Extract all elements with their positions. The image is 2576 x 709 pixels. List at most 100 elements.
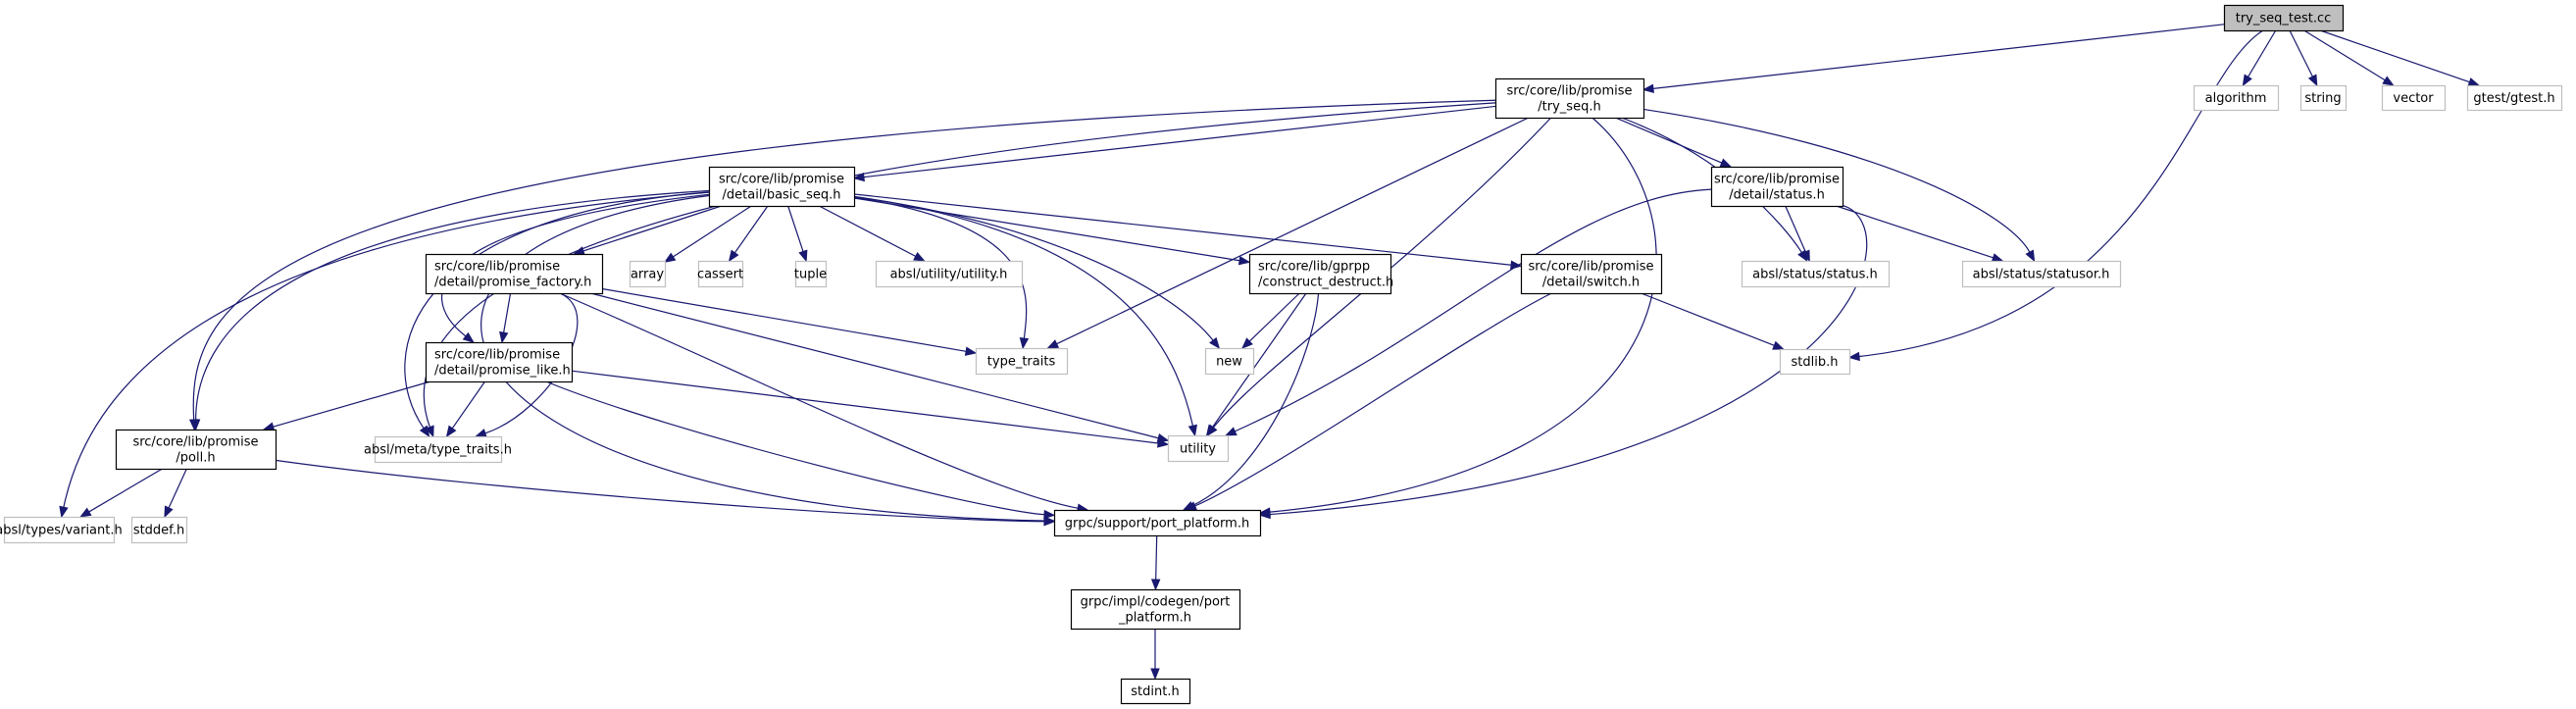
node-utility[interactable]: utility: [1167, 434, 1230, 463]
edge-try-seq-to-utility: [1212, 117, 1552, 429]
arrowhead-icon: [798, 249, 808, 263]
node-label: stddef.h: [133, 524, 184, 538]
edge-construct-to-port-platform: [1191, 292, 1320, 507]
node-tuple[interactable]: tuple: [794, 260, 828, 288]
node-label: _platform.h: [1118, 611, 1191, 626]
node-promise-factory[interactable]: src/core/lib/promise/detail/promise_fact…: [425, 253, 604, 295]
arrowhead-icon: [2242, 74, 2252, 87]
arrowhead-icon: [1205, 424, 1217, 437]
arrowhead-icon: [1719, 158, 1733, 168]
node-box: [1779, 348, 1851, 376]
node-port-platform[interactable]: grpc/support/port_platform.h: [1053, 509, 1262, 537]
node-label: grpc/support/port_platform.h: [1065, 517, 1249, 532]
edge-construct-to-new: [1248, 292, 1300, 342]
arrowhead-icon: [59, 505, 69, 519]
node-string[interactable]: string: [2299, 84, 2348, 112]
node-label: /detail/promise_like.h: [434, 364, 571, 379]
edge-promise-factory-to-promise-like: [503, 292, 512, 333]
node-box: [794, 260, 828, 288]
edge-try-seq-to-port-platform: [1269, 117, 1657, 513]
arrowhead-icon: [499, 330, 509, 344]
edge-promise-factory-to-port-platform: [559, 292, 1079, 509]
arrowhead-icon: [1150, 668, 1160, 681]
edge-basic-seq-to-array: [673, 205, 752, 258]
node-construct[interactable]: src/core/lib/gprpp/construct_destruct.h: [1248, 253, 1394, 295]
node-box: [1520, 253, 1663, 295]
node-switch-h[interactable]: src/core/lib/promise/detail/switch.h: [1520, 253, 1663, 295]
node-absl-meta[interactable]: absl/meta/type_traits.h: [364, 435, 512, 464]
node-box: [1204, 347, 1255, 376]
arrowhead-icon: [1772, 340, 1785, 350]
node-promise-like[interactable]: src/core/lib/promise/detail/promise_like…: [425, 341, 574, 383]
arrowhead-icon: [1237, 255, 1251, 266]
edge-root-to-algorithm: [2248, 29, 2277, 77]
node-absl-statusor[interactable]: absl/status/statusor.h: [1961, 260, 2122, 288]
edge-basic-seq-to-new: [853, 195, 1214, 341]
node-absl-variant[interactable]: absl/types/variant.h: [0, 516, 123, 544]
node-box: [374, 435, 503, 464]
node-absl-utility[interactable]: absl/utility/utility.h: [875, 260, 1024, 288]
node-stdlib[interactable]: stdlib.h: [1779, 348, 1851, 376]
node-label: string: [2304, 91, 2341, 106]
node-label: tuple: [794, 268, 827, 282]
node-label: /detail/basic_seq.h: [723, 188, 841, 203]
node-stddef[interactable]: stddef.h: [130, 516, 188, 544]
node-label: src/core/lib/promise: [1528, 260, 1653, 275]
node-box: [3, 516, 116, 544]
edge-poll-to-stddef: [168, 468, 187, 509]
node-label: new: [1216, 355, 1242, 370]
node-gtest[interactable]: gtest/gtest.h: [2466, 84, 2563, 112]
node-stdint[interactable]: stdint.h: [1120, 678, 1191, 705]
node-box: [2466, 84, 2563, 112]
node-basic-seq[interactable]: src/core/lib/promise/detail/basic_seq.h: [708, 166, 856, 208]
node-label: stdlib.h: [1792, 355, 1839, 370]
node-absl-status[interactable]: absl/status/status.h: [1741, 260, 1891, 288]
node-cassert[interactable]: cassert: [697, 260, 744, 288]
arrowhead-icon: [1224, 427, 1237, 436]
node-box: [425, 253, 604, 295]
node-box: [975, 347, 1069, 376]
node-algorithm[interactable]: algorithm: [2193, 84, 2280, 112]
node-type-traits[interactable]: type_traits: [975, 347, 1069, 376]
arrowhead-icon: [1510, 260, 1523, 270]
arrowhead-icon: [2467, 77, 2481, 87]
arrowhead-icon: [1150, 579, 1161, 591]
edge-root-to-vector: [2303, 29, 2386, 81]
arrowhead-icon: [419, 425, 430, 438]
arrowhead-icon: [78, 507, 92, 518]
node-label: /detail/status.h: [1729, 188, 1825, 203]
arrowhead-icon: [728, 249, 739, 263]
node-label: absl/status/statusor.h: [1973, 268, 2110, 282]
node-array[interactable]: array: [629, 260, 667, 288]
arrowhead-icon: [1209, 336, 1221, 350]
arrowhead-icon: [1156, 438, 1170, 448]
node-label: algorithm: [2205, 91, 2267, 106]
node-label: absl/types/variant.h: [0, 524, 123, 538]
node-label: src/core/lib/gprpp: [1258, 260, 1370, 275]
node-codegen-port[interactable]: grpc/impl/codegen/port_platform.h: [1070, 588, 1241, 631]
arrowhead-icon: [1800, 249, 1810, 263]
node-poll[interactable]: src/core/lib/promise/poll.h: [115, 429, 278, 471]
node-root[interactable]: try_seq_test.cc: [2223, 4, 2345, 32]
node-try-seq[interactable]: src/core/lib/promise/try_seq.h: [1494, 77, 1645, 120]
edge-basic-seq-to-absl-meta: [404, 191, 710, 430]
node-box: [2381, 84, 2447, 112]
edge-basic-seq-to-poll: [195, 189, 710, 421]
node-new[interactable]: new: [1204, 347, 1255, 376]
node-status-h[interactable]: src/core/lib/promise/detail/status.h: [1710, 166, 1844, 208]
node-box: [1494, 77, 1645, 120]
arrowhead-icon: [1991, 253, 2004, 263]
edge-root-to-stdlib: [1858, 29, 2264, 358]
edge-status-h-to-absl-statusor: [1836, 205, 1994, 259]
edge-root-to-string: [2289, 29, 2313, 77]
arrowhead-icon: [164, 505, 174, 519]
node-label: /try_seq.h: [1538, 100, 1600, 115]
edge-promise-like-to-poll: [273, 380, 431, 428]
node-label: gtest/gtest.h: [2473, 91, 2554, 106]
node-label: grpc/impl/codegen/port: [1081, 595, 1231, 610]
edge-try-seq-to-type-traits: [1056, 117, 1530, 345]
node-vector[interactable]: vector: [2381, 84, 2447, 112]
node-label: absl/utility/utility.h: [890, 268, 1008, 282]
edge-basic-seq-to-switch-h: [853, 193, 1512, 266]
